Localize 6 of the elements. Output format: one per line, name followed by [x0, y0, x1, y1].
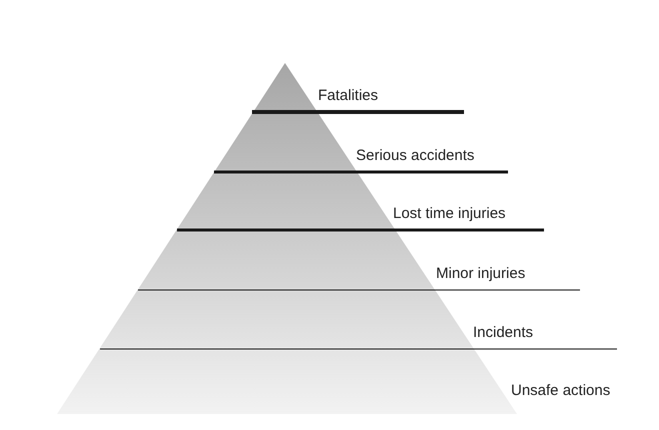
level-label: Fatalities: [318, 87, 378, 105]
level-label: Minor injuries: [436, 265, 526, 283]
level-label: Incidents: [473, 324, 534, 342]
level-label: Serious accidents: [356, 147, 474, 165]
level-label: Unsafe actions: [511, 382, 610, 400]
level-label: Lost time injuries: [393, 205, 506, 223]
